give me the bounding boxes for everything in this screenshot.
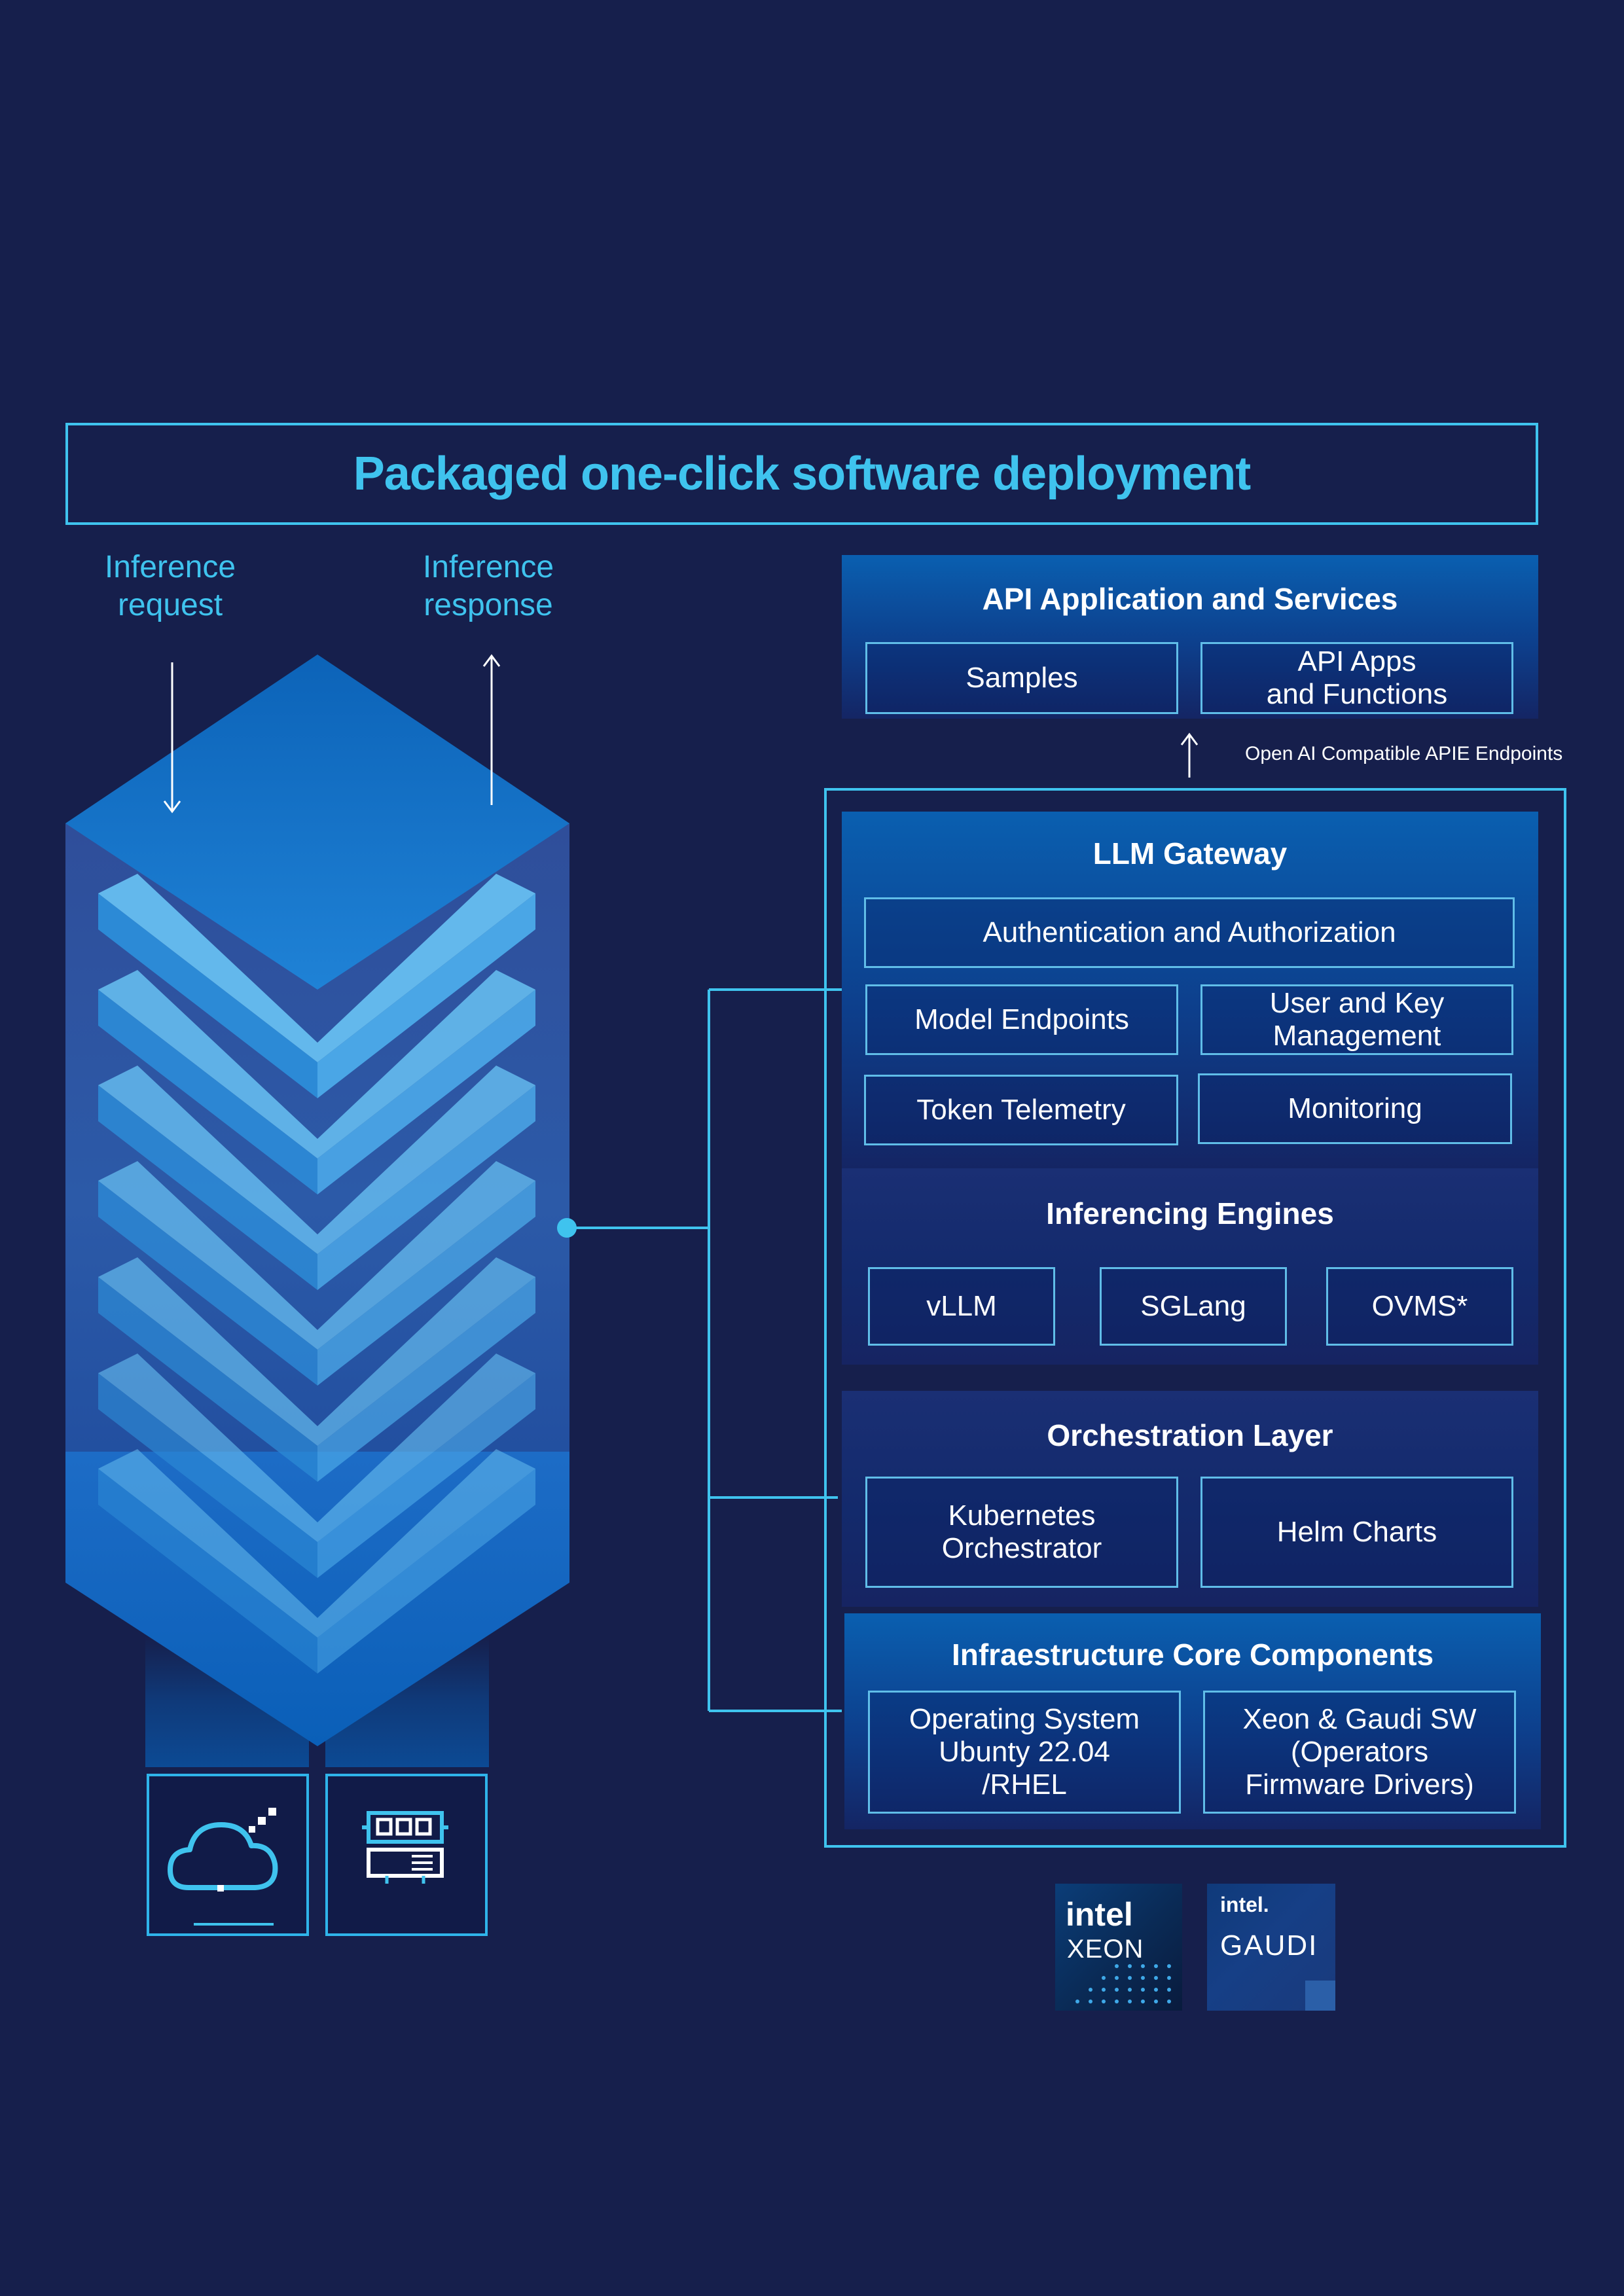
intel-gaudi-logo: intel. GAUDI bbox=[1207, 1884, 1335, 2011]
monitoring-box: Monitoring bbox=[1198, 1073, 1512, 1144]
llm-gateway-title: LLM Gateway bbox=[1092, 836, 1288, 870]
api-services-panel: API Application and Services Samples API… bbox=[842, 555, 1538, 719]
model-endpoints-box: Model Endpoints bbox=[865, 984, 1178, 1055]
tower-layer bbox=[98, 1161, 535, 1386]
gaudi-logo-square bbox=[1305, 1981, 1335, 2011]
request-arrow-head bbox=[163, 800, 181, 814]
api-apps-box: API Apps and Functions bbox=[1200, 642, 1513, 714]
response-arrow-head bbox=[482, 654, 501, 667]
memory-module-icon bbox=[362, 1811, 448, 1884]
xeon-logo-brand: intel bbox=[1066, 1896, 1133, 1933]
tower-layer bbox=[98, 874, 535, 1098]
gaudi-logo-brand: intel. bbox=[1220, 1893, 1269, 1916]
endpoint-arrow-head bbox=[1180, 732, 1199, 745]
tower-layer-left-face bbox=[98, 1181, 317, 1386]
inferencing-engines-panel: Inferencing Engines vLLM SGLang OVMS* bbox=[842, 1168, 1538, 1365]
tower-layer-top bbox=[98, 970, 535, 1158]
orchestration-panel: Orchestration Layer Kubernetes Orchestra… bbox=[842, 1391, 1538, 1607]
token-telemetry-box: Token Telemetry bbox=[864, 1075, 1178, 1145]
intel-xeon-logo: intel XEON bbox=[1055, 1884, 1182, 2011]
tower-layer-left-face bbox=[98, 893, 317, 1098]
operating-system-box: Operating System Ubunty 22.04 /RHEL bbox=[868, 1691, 1181, 1814]
tower-layer bbox=[98, 1449, 535, 1674]
api-services-title: API Application and Services bbox=[982, 582, 1398, 616]
tower-layer-right-face bbox=[317, 1469, 535, 1674]
tower-layer-right-face bbox=[317, 1373, 535, 1578]
title-banner: Packaged one-click software deployment bbox=[65, 423, 1538, 525]
tower-layer-right-face bbox=[317, 1277, 535, 1482]
vllm-box: vLLM bbox=[868, 1267, 1055, 1346]
llm-gateway-panel: LLM Gateway Authentication and Authoriza… bbox=[842, 812, 1538, 1168]
page-title: Packaged one-click software deployment bbox=[353, 448, 1251, 500]
inferencing-engines-title: Inferencing Engines bbox=[1046, 1196, 1334, 1230]
inference-response-label: Inference response bbox=[422, 550, 554, 622]
cloud-icon bbox=[168, 1808, 278, 1926]
auth-box: Authentication and Authorization bbox=[864, 897, 1515, 968]
tower-layer-top bbox=[98, 874, 535, 1062]
tower-layer bbox=[98, 1257, 535, 1482]
tower-layer-right-face bbox=[317, 1085, 535, 1290]
memory-tile bbox=[325, 1774, 488, 1936]
tower-layer-top bbox=[98, 1449, 535, 1638]
stack-frame bbox=[824, 788, 1566, 1848]
tower-layers bbox=[98, 874, 535, 1674]
tower-layer-left-face bbox=[98, 1277, 317, 1482]
tower-layer bbox=[98, 1354, 535, 1578]
xeon-logo-product: XEON bbox=[1067, 1935, 1144, 1964]
orchestration-title: Orchestration Layer bbox=[1047, 1418, 1333, 1452]
sglang-box: SGLang bbox=[1100, 1267, 1287, 1346]
tower-layer-top bbox=[98, 1161, 535, 1350]
connector-lines bbox=[567, 988, 842, 1712]
tower-layer-right-face bbox=[317, 893, 535, 1098]
infrastructure-title: Infraestructure Core Components bbox=[951, 1638, 1434, 1672]
helm-charts-box: Helm Charts bbox=[1200, 1477, 1513, 1588]
user-key-management-box: User and Key Management bbox=[1200, 984, 1513, 1055]
xeon-dot-pattern bbox=[1075, 1964, 1171, 2003]
server-tower bbox=[65, 655, 569, 1767]
connector-dot bbox=[557, 1218, 577, 1238]
ovms-box: OVMS* bbox=[1326, 1267, 1513, 1346]
inference-request-label: Inference request bbox=[104, 550, 236, 622]
cloud-tile bbox=[147, 1774, 309, 1936]
tower-top-face bbox=[65, 655, 569, 990]
tower-layer-left-face bbox=[98, 1373, 317, 1578]
xeon-gaudi-sw-box: Xeon & Gaudi SW (Operators Firmware Driv… bbox=[1203, 1691, 1516, 1814]
endpoint-note: Open AI Compatible APIE Endpoints bbox=[1245, 743, 1563, 764]
tower-layer-top bbox=[98, 1354, 535, 1542]
tower-layer-right-face bbox=[317, 1181, 535, 1386]
tower-layer-top bbox=[98, 1066, 535, 1254]
samples-box: Samples bbox=[865, 642, 1178, 714]
flow-arrows bbox=[163, 654, 1199, 814]
tower-layer-left-face bbox=[98, 1469, 317, 1674]
tower-layer-left-face bbox=[98, 1085, 317, 1290]
tower-layer bbox=[98, 1066, 535, 1290]
kubernetes-box: Kubernetes Orchestrator bbox=[865, 1477, 1178, 1588]
tower-layer bbox=[98, 970, 535, 1194]
tower-layer-top bbox=[98, 1257, 535, 1446]
tower-layer-right-face bbox=[317, 990, 535, 1194]
tower-layer-left-face bbox=[98, 990, 317, 1194]
infrastructure-panel: Infraestructure Core Components Operatin… bbox=[844, 1613, 1541, 1829]
gaudi-logo-product: GAUDI bbox=[1220, 1929, 1318, 1962]
